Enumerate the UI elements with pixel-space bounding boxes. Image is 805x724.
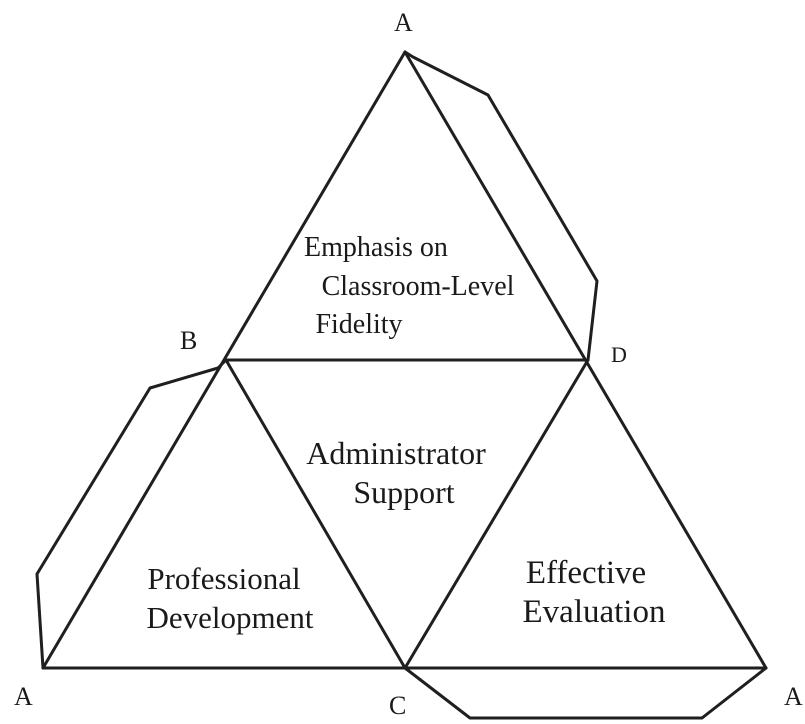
- edge-b-c: [224, 358, 407, 670]
- face-bottom-right-line-2: Evaluation: [523, 594, 666, 630]
- vertex-label-bottom-right-a: A: [784, 682, 803, 711]
- face-bottom-left-line-1: Professional: [147, 561, 300, 596]
- vertex-label-bottom-left-a: A: [14, 682, 33, 711]
- face-bottom-left-line-2: Development: [146, 600, 313, 635]
- glue-flap-right: [403, 50, 599, 362]
- vertex-label-b: B: [180, 326, 197, 355]
- face-center-line-2: Support: [353, 474, 454, 510]
- face-top-line-3: Fidelity: [315, 309, 402, 340]
- vertex-label-c: C: [389, 691, 406, 720]
- face-top-line-1: Emphasis on: [304, 232, 448, 263]
- face-bottom-right-line-1: Effective: [526, 555, 646, 591]
- face-top-line-2: Classroom-Level: [322, 271, 515, 302]
- edge-d-c: [403, 358, 590, 670]
- face-center-line-1: Administrator: [306, 435, 486, 471]
- vertex-label-apex-a: A: [394, 8, 413, 37]
- glue-flap-left: [35, 358, 228, 670]
- vertex-label-d: D: [611, 342, 627, 367]
- glue-flap-bottom: [403, 666, 768, 720]
